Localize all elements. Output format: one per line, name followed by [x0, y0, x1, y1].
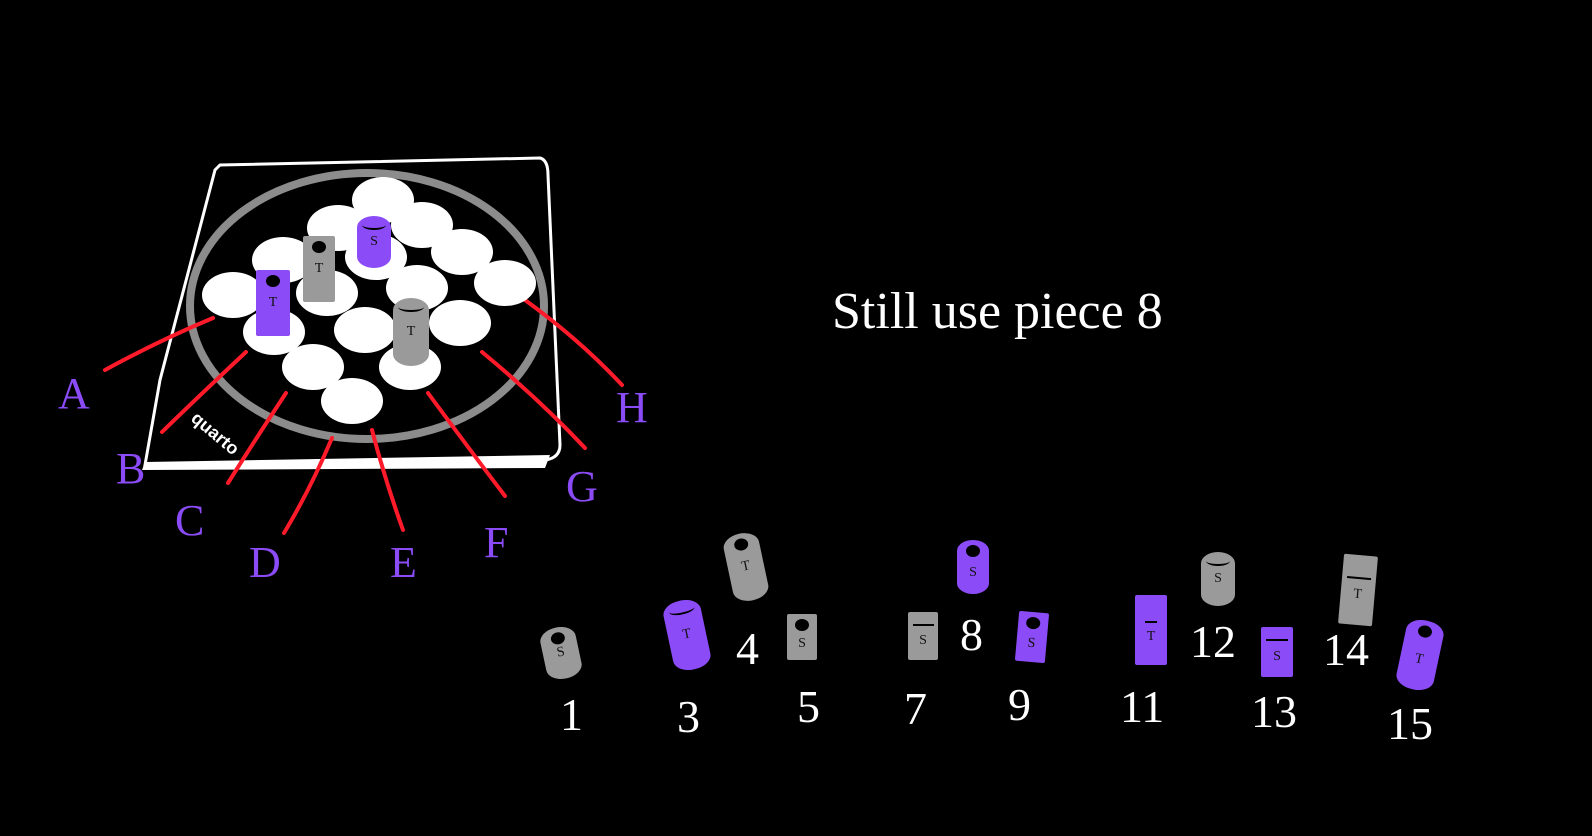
line-a	[103, 316, 215, 372]
piece-7[interactable]: S	[908, 612, 938, 660]
position-label-b: B	[116, 444, 146, 493]
piece-number: 7	[904, 683, 927, 734]
line-b	[160, 350, 248, 434]
position-label-a: A	[58, 369, 90, 418]
board-piece: T	[393, 298, 429, 366]
piece-number: 12	[1190, 616, 1236, 667]
piece-13[interactable]: S	[1261, 627, 1293, 677]
position-label-h: H	[616, 383, 648, 432]
piece-letter: S	[798, 636, 806, 651]
piece-number: 4	[736, 623, 759, 674]
piece-letter: S	[919, 633, 927, 648]
piece-number: 15	[1387, 698, 1433, 749]
board-piece: T	[256, 270, 290, 336]
piece-letter: T	[314, 261, 324, 276]
piece-number: 11	[1120, 681, 1165, 732]
piece-number: 3	[677, 691, 700, 742]
piece-number: 1	[560, 689, 583, 740]
board-piece: S	[357, 216, 391, 268]
position-label-f: F	[484, 518, 509, 567]
piece-letter: T	[740, 558, 752, 575]
piece-letter: T	[1413, 651, 1425, 668]
position-label-e: E	[390, 538, 417, 587]
board-hole[interactable]	[474, 260, 536, 306]
board-hole[interactable]	[334, 307, 396, 353]
line-c	[226, 391, 288, 485]
piece-number: 5	[797, 681, 820, 732]
board-piece: T	[303, 236, 335, 302]
line-h	[523, 298, 624, 387]
board-hole[interactable]	[321, 378, 383, 424]
board-edge	[142, 455, 550, 470]
piece-11[interactable]: T	[1135, 595, 1167, 665]
instruction-text: Still use piece 8	[832, 283, 1163, 340]
piece-12[interactable]: S	[1201, 552, 1235, 606]
line-f	[426, 391, 507, 498]
line-g	[480, 350, 587, 450]
line-e	[370, 428, 405, 532]
piece-letter: S	[1026, 635, 1036, 652]
position-label-c: C	[175, 496, 205, 545]
piece-letter: T	[681, 626, 693, 643]
piece-letter: T	[1352, 586, 1363, 603]
piece-number: 14	[1323, 624, 1369, 675]
piece-letter: T	[1146, 629, 1156, 644]
piece-letter: T	[268, 295, 278, 310]
piece-letter: S	[969, 565, 977, 580]
position-lines	[103, 298, 624, 535]
board-ring	[186, 169, 548, 443]
position-label-g: G	[566, 462, 598, 511]
piece-number: 13	[1251, 686, 1297, 737]
piece-14[interactable]: T	[1338, 553, 1378, 627]
board-hole[interactable]	[202, 272, 264, 318]
piece-letter: S	[370, 234, 378, 249]
piece-letter: S	[1273, 649, 1281, 664]
piece-number: 8	[960, 609, 983, 660]
position-label-d: D	[249, 538, 281, 587]
line-d	[282, 436, 334, 535]
board-hole[interactable]	[429, 300, 491, 346]
piece-number: 9	[1008, 679, 1031, 730]
piece-5[interactable]: S	[787, 614, 817, 660]
piece-9[interactable]: S	[1014, 610, 1050, 664]
piece-letter: T	[406, 324, 416, 339]
piece-letter: S	[1214, 571, 1222, 586]
piece-letter: S	[555, 644, 567, 661]
piece-8[interactable]: S	[957, 540, 989, 594]
